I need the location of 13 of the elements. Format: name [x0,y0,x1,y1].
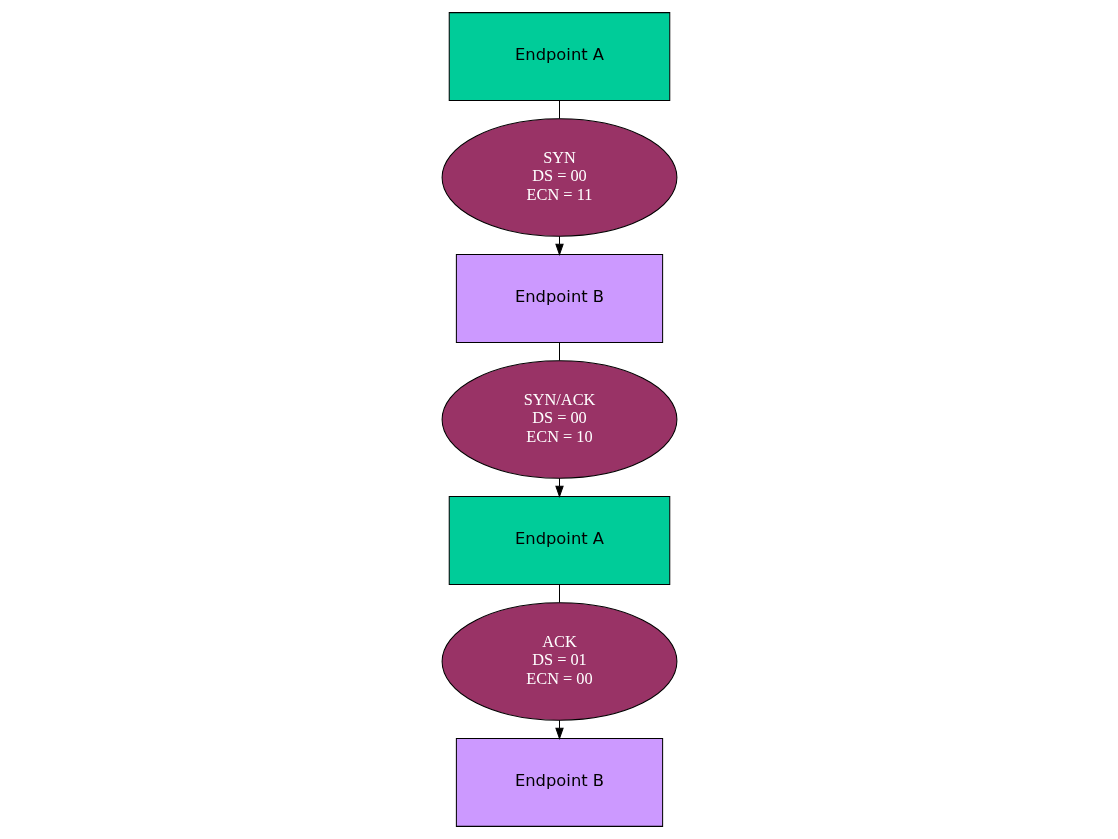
arrow [554,719,564,741]
node-ellipse: SYN/ACK DS = 00 ECN = 10 [441,360,677,479]
arrow [554,477,564,499]
node-ellipse: ACK DS = 01 ECN = 00 [441,602,677,721]
node-box: Endpoint B [455,254,663,343]
node-ellipse: SYN DS = 00 ECN = 11 [441,118,677,237]
node-box: Endpoint B [455,738,663,827]
connector [558,100,560,120]
node-box: Endpoint A [448,496,670,585]
connector [558,583,560,603]
connector [558,341,560,361]
node-box: Endpoint A [448,12,670,101]
arrow [554,235,564,257]
